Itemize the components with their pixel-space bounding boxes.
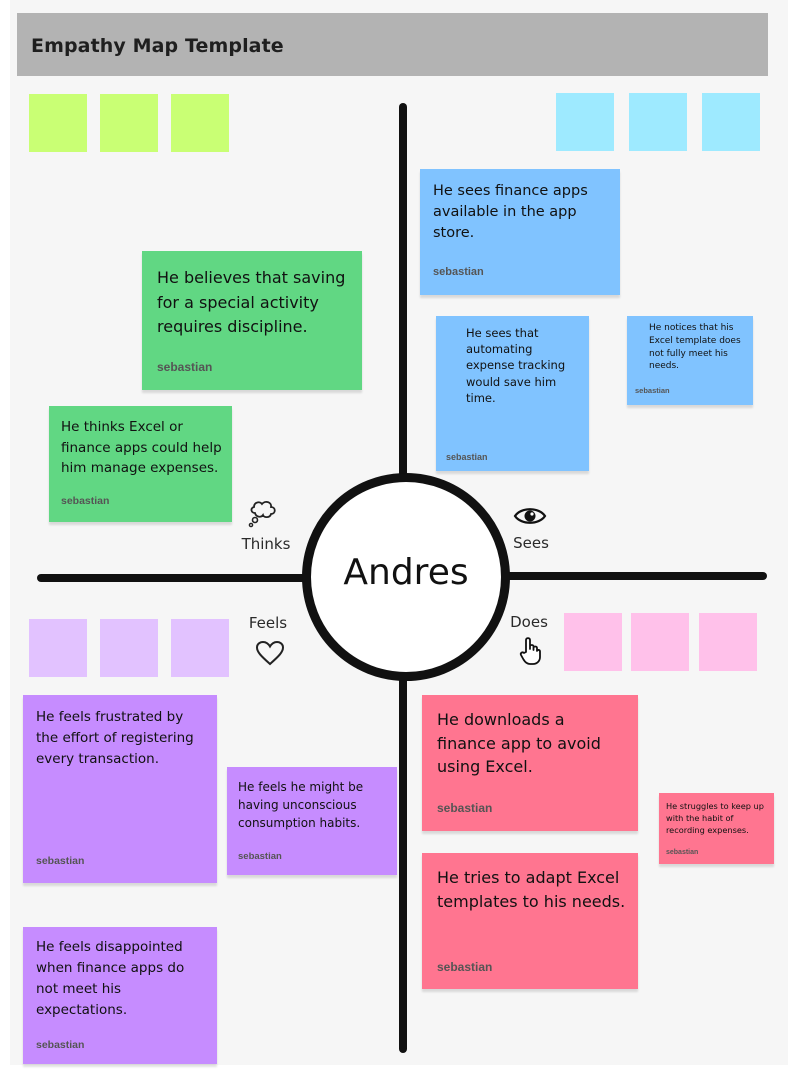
note-text: He thinks Excel or finance apps could he…	[61, 419, 222, 476]
note-text: He tries to adapt Excel templates to his…	[437, 868, 626, 911]
swatch-feels-2[interactable]	[100, 619, 158, 677]
sticky-note-does-1[interactable]: He downloads a finance app to avoid usin…	[422, 695, 638, 831]
persona-name[interactable]: Andres	[343, 552, 469, 593]
template-title: Empathy Map Template	[31, 35, 284, 57]
swatch-sees-2[interactable]	[629, 93, 687, 151]
note-author: sebastian	[666, 849, 699, 856]
sticky-note-does-3[interactable]: He tries to adapt Excel templates to his…	[422, 853, 638, 989]
horizontal-axis-left	[37, 574, 307, 582]
swatch-does-2[interactable]	[631, 613, 689, 671]
note-author: sebastian	[437, 801, 493, 815]
note-author: sebastian	[157, 360, 213, 374]
note-author: sebastian	[238, 851, 282, 862]
quadrant-label-thinks: Thinks	[241, 535, 291, 553]
swatch-feels-1[interactable]	[29, 619, 87, 677]
note-text: He sees that automating expense tracking…	[466, 326, 566, 405]
note-bullet-list: He sees that automating expense tracking…	[450, 325, 581, 406]
sticky-note-feels-2[interactable]: He feels he might be having unconscious …	[227, 767, 397, 875]
template-header: Empathy Map Template	[17, 13, 768, 76]
heart-icon	[255, 640, 285, 671]
swatch-does-3[interactable]	[699, 613, 757, 671]
note-author: sebastian	[61, 495, 110, 507]
horizontal-axis-right	[497, 572, 767, 580]
note-text: He feels disappointed when finance apps …	[36, 939, 185, 1018]
sticky-note-feels-3[interactable]: He feels disappointed when finance apps …	[23, 927, 217, 1064]
swatch-thinks-2[interactable]	[100, 94, 158, 152]
sticky-note-thinks-2[interactable]: He thinks Excel or finance apps could he…	[49, 406, 232, 522]
note-text: He sees finance apps available in the ap…	[433, 183, 588, 241]
note-author: sebastian	[437, 960, 493, 974]
note-text: He feels frustrated by the effort of reg…	[36, 709, 194, 767]
note-author: sebastian	[446, 452, 488, 462]
sticky-note-sees-2[interactable]: He sees that automating expense tracking…	[436, 316, 589, 471]
note-text: He feels he might be having unconscious …	[238, 780, 364, 830]
eye-icon	[513, 505, 547, 532]
note-author: sebastian	[635, 386, 670, 395]
swatch-thinks-3[interactable]	[171, 94, 229, 152]
sticky-note-sees-1[interactable]: He sees finance apps available in the ap…	[420, 169, 620, 295]
thought-bubble-icon	[247, 499, 279, 534]
sticky-note-thinks-1[interactable]: He believes that saving for a special ac…	[142, 251, 362, 390]
swatch-sees-3[interactable]	[702, 93, 760, 151]
swatch-feels-3[interactable]	[171, 619, 229, 677]
pointer-hand-icon	[519, 636, 543, 671]
note-text: He downloads a finance app to avoid usin…	[437, 710, 601, 776]
note-author: sebastian	[433, 266, 484, 278]
quadrant-label-feels: Feels	[248, 614, 288, 632]
vertical-axis-top	[399, 103, 407, 483]
note-text: He struggles to keep up with the habit o…	[666, 801, 764, 836]
note-bullet-list: He notices that his Excel template does …	[636, 322, 747, 373]
note-text: He notices that his Excel template does …	[649, 323, 741, 372]
swatch-does-1[interactable]	[564, 613, 622, 671]
note-author: sebastian	[36, 1039, 85, 1051]
note-text: He believes that saving for a special ac…	[157, 268, 346, 336]
sticky-note-sees-3[interactable]: He notices that his Excel template does …	[627, 316, 753, 405]
vertical-axis-bottom	[399, 660, 407, 1053]
quadrant-label-does: Does	[510, 613, 548, 631]
quadrant-label-sees: Sees	[513, 534, 549, 552]
sticky-note-feels-1[interactable]: He feels frustrated by the effort of reg…	[23, 695, 217, 883]
swatch-sees-1[interactable]	[556, 93, 614, 151]
persona-circle: Andres	[302, 473, 510, 681]
swatch-thinks-1[interactable]	[29, 94, 87, 152]
sticky-note-does-2[interactable]: He struggles to keep up with the habit o…	[659, 793, 774, 864]
note-author: sebastian	[36, 855, 85, 867]
